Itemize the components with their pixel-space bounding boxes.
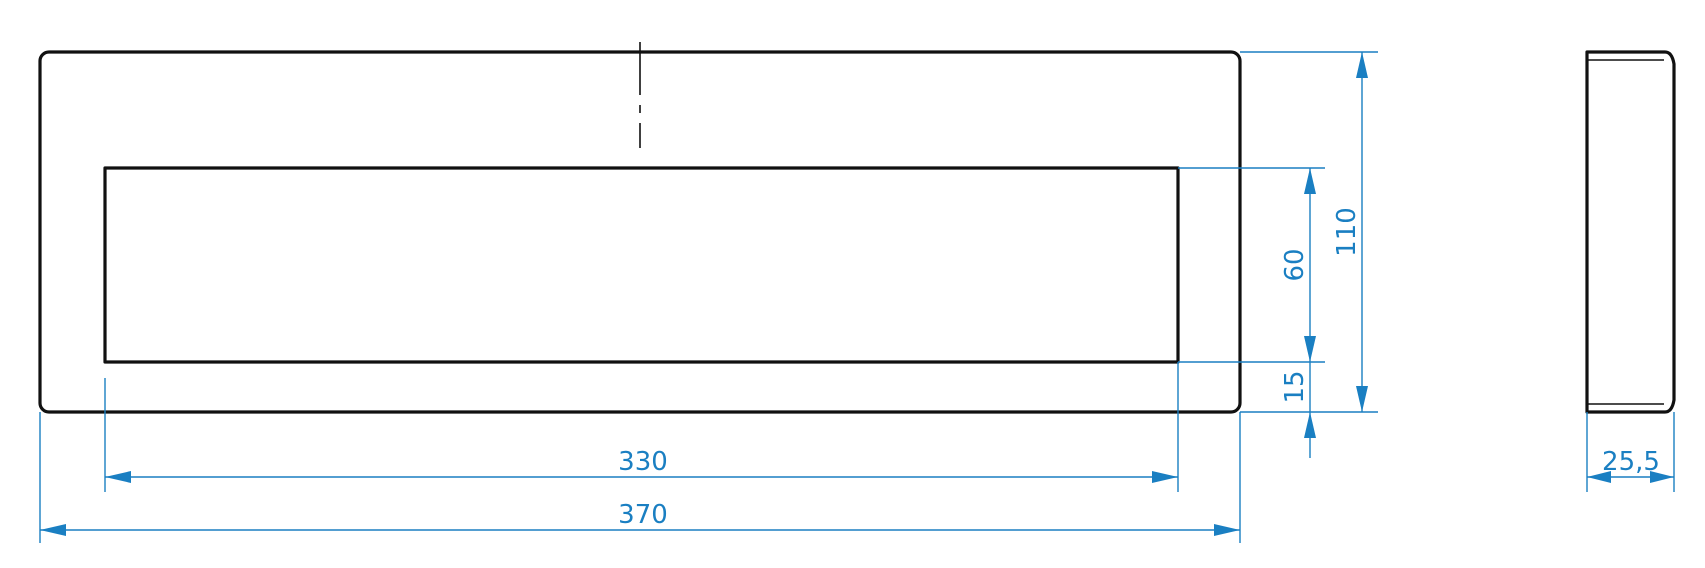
dim-inner-height: 60 bbox=[1280, 248, 1310, 281]
dim-outer-height: 110 bbox=[1332, 207, 1362, 257]
inner-opening bbox=[103, 166, 1180, 364]
dim-inner-width: 330 bbox=[618, 447, 668, 477]
side-profile bbox=[1585, 50, 1676, 414]
extension-lines bbox=[39, 51, 1675, 543]
dim-outer-width: 370 bbox=[618, 500, 668, 530]
dimension-lines bbox=[40, 52, 1674, 536]
side-view bbox=[1585, 50, 1676, 414]
side-edge-line bbox=[1588, 59, 1664, 405]
front-view bbox=[38, 42, 1242, 414]
dim-bottom-margin: 15 bbox=[1280, 370, 1310, 403]
dimension-labels: 330 370 25,5 110 60 15 bbox=[618, 207, 1660, 530]
dim-depth: 25,5 bbox=[1602, 447, 1660, 477]
